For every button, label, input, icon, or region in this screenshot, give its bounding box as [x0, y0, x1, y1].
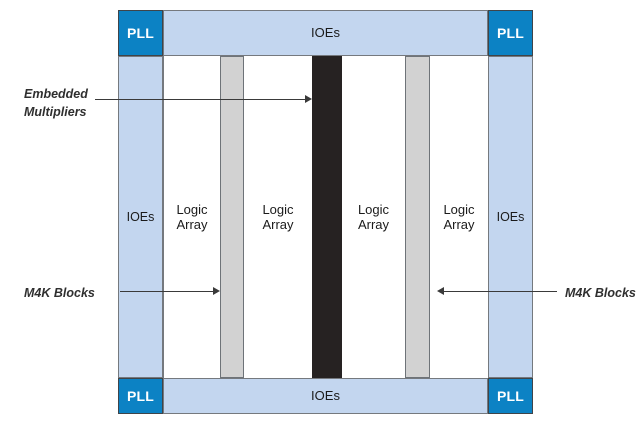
- ioes-bottom[interactable]: IOEs: [163, 378, 488, 414]
- m4k-block-column-right[interactable]: [405, 56, 430, 378]
- pll-bottom-left[interactable]: PLL: [118, 378, 163, 414]
- callout-embedded-multipliers: Embedded Multipliers: [24, 87, 88, 120]
- pll-bottom-right[interactable]: PLL: [488, 378, 533, 414]
- logic-array-column-2[interactable]: Logic Array: [244, 56, 312, 378]
- logic-array-label-2: Logic Array: [262, 201, 294, 232]
- arrowhead-m4k-blocks-left: [213, 287, 220, 295]
- separator-left-ioes: [163, 56, 164, 378]
- ioes-right[interactable]: IOEs: [488, 56, 533, 378]
- callout-m4k-blocks-left: M4K Blocks: [24, 286, 95, 300]
- arrowhead-m4k-blocks-right: [437, 287, 444, 295]
- logic-array-label-1: Logic Array: [176, 201, 208, 232]
- embedded-multipliers-column[interactable]: [312, 56, 342, 378]
- logic-array-column-1[interactable]: Logic Array: [164, 56, 220, 378]
- leader-line-m4k-blocks-right: [444, 291, 557, 292]
- m4k-block-column-left[interactable]: [220, 56, 244, 378]
- separator-right-ioes: [488, 56, 489, 378]
- ioes-left[interactable]: IOEs: [118, 56, 163, 378]
- ioes-top[interactable]: IOEs: [163, 10, 488, 56]
- logic-array-label-3: Logic Array: [357, 201, 390, 232]
- arrowhead-embedded-multipliers: [305, 95, 312, 103]
- leader-line-embedded-multipliers: [95, 99, 305, 100]
- logic-array-column-4[interactable]: Logic Array: [430, 56, 488, 378]
- logic-array-label-4: Logic Array: [443, 201, 475, 232]
- pll-top-left[interactable]: PLL: [118, 10, 163, 56]
- logic-array-column-3[interactable]: Logic Array: [342, 56, 405, 378]
- callout-m4k-blocks-right: M4K Blocks: [565, 286, 636, 300]
- leader-line-m4k-blocks-left: [120, 291, 213, 292]
- pll-top-right[interactable]: PLL: [488, 10, 533, 56]
